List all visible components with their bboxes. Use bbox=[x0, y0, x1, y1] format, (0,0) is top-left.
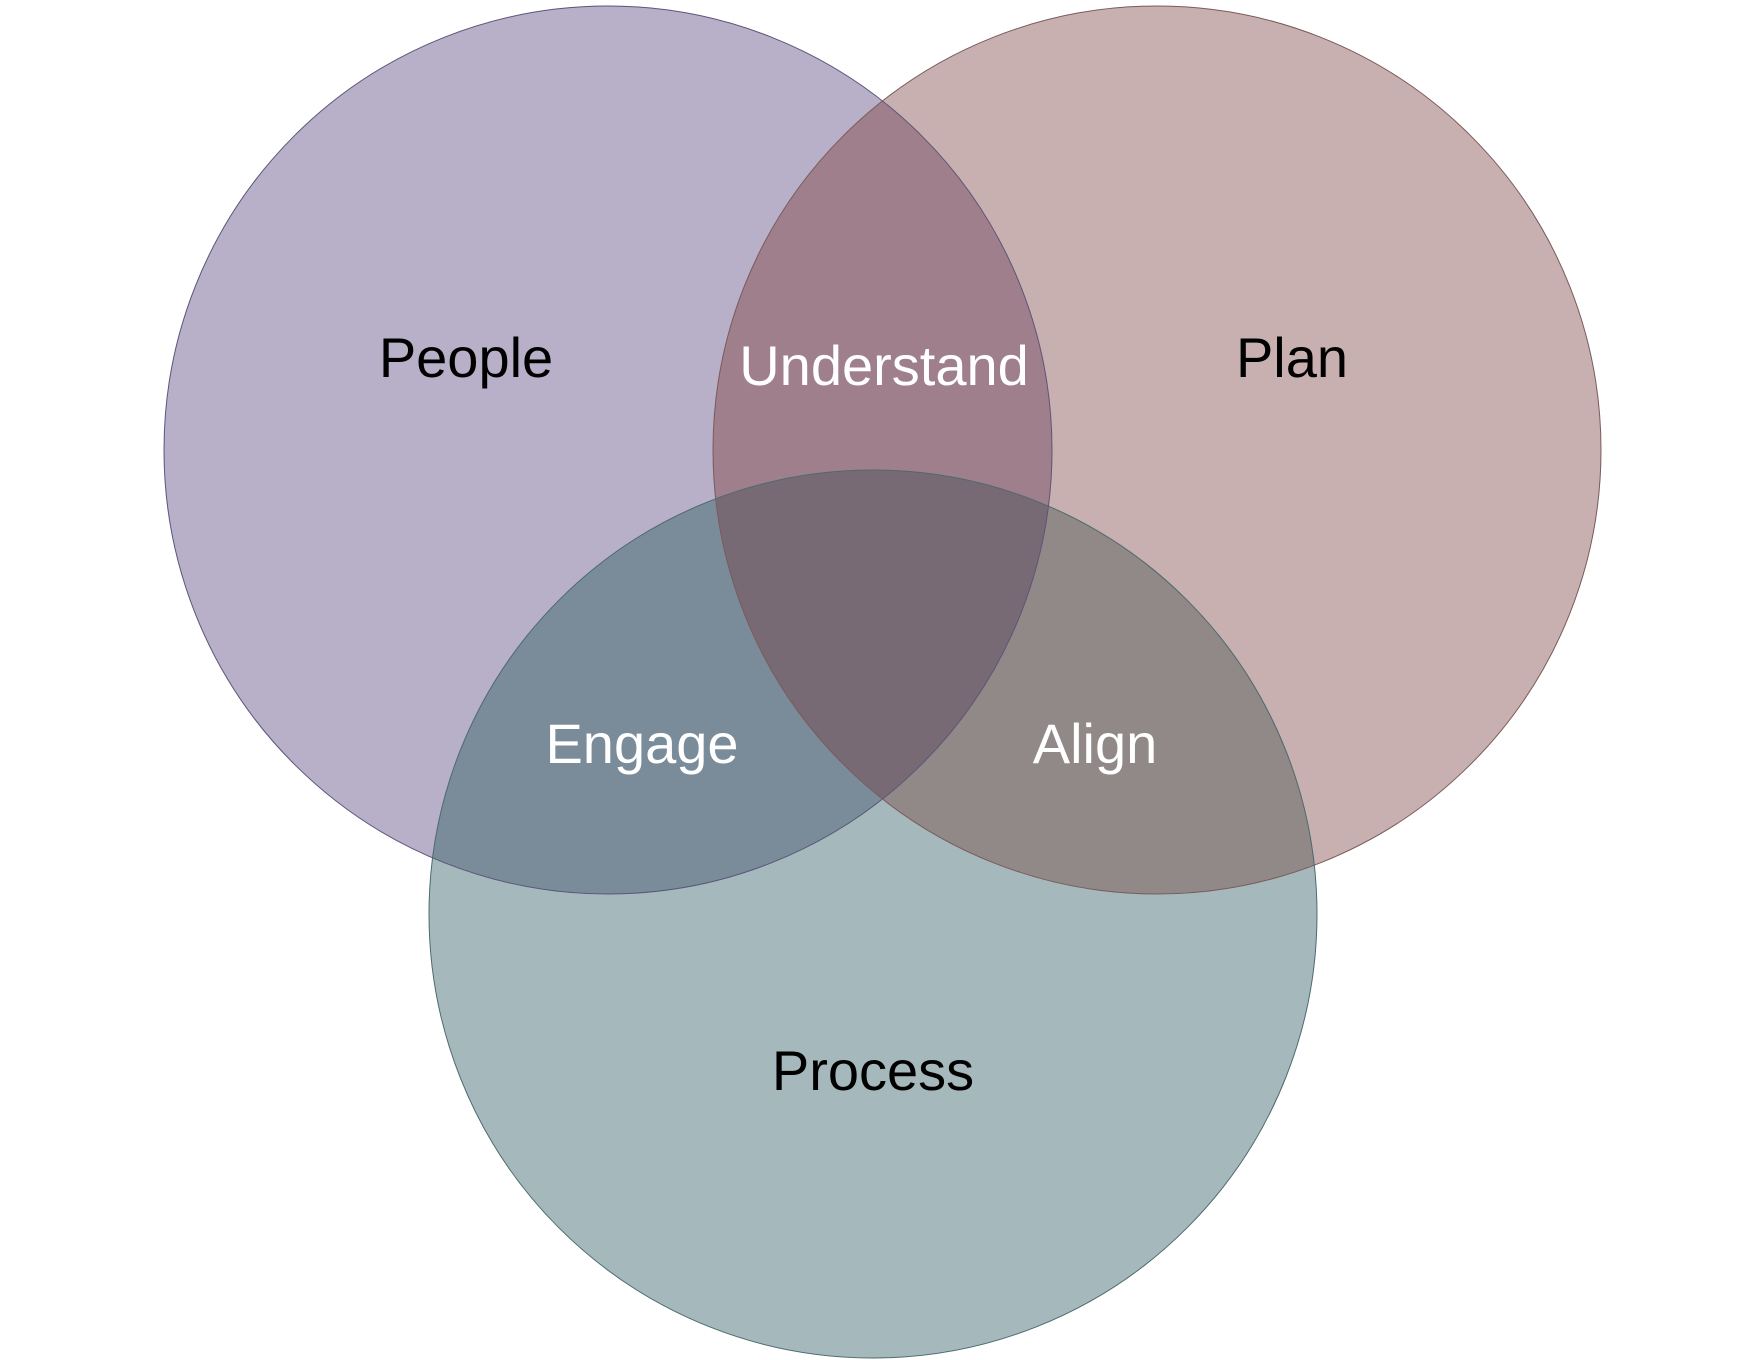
engage-label: Engage bbox=[545, 712, 738, 775]
people-process-overlap bbox=[429, 470, 1052, 894]
align-label: Align bbox=[1033, 712, 1158, 775]
process-label: Process bbox=[772, 1039, 974, 1102]
plan-outline bbox=[712, 5, 1602, 895]
understand-label: Understand bbox=[739, 334, 1029, 397]
people-label: People bbox=[379, 326, 553, 389]
plan-label: Plan bbox=[1236, 326, 1348, 389]
process-outline bbox=[428, 469, 1318, 1359]
plan-process-overlap bbox=[713, 470, 1317, 894]
people-outline bbox=[163, 5, 1053, 895]
